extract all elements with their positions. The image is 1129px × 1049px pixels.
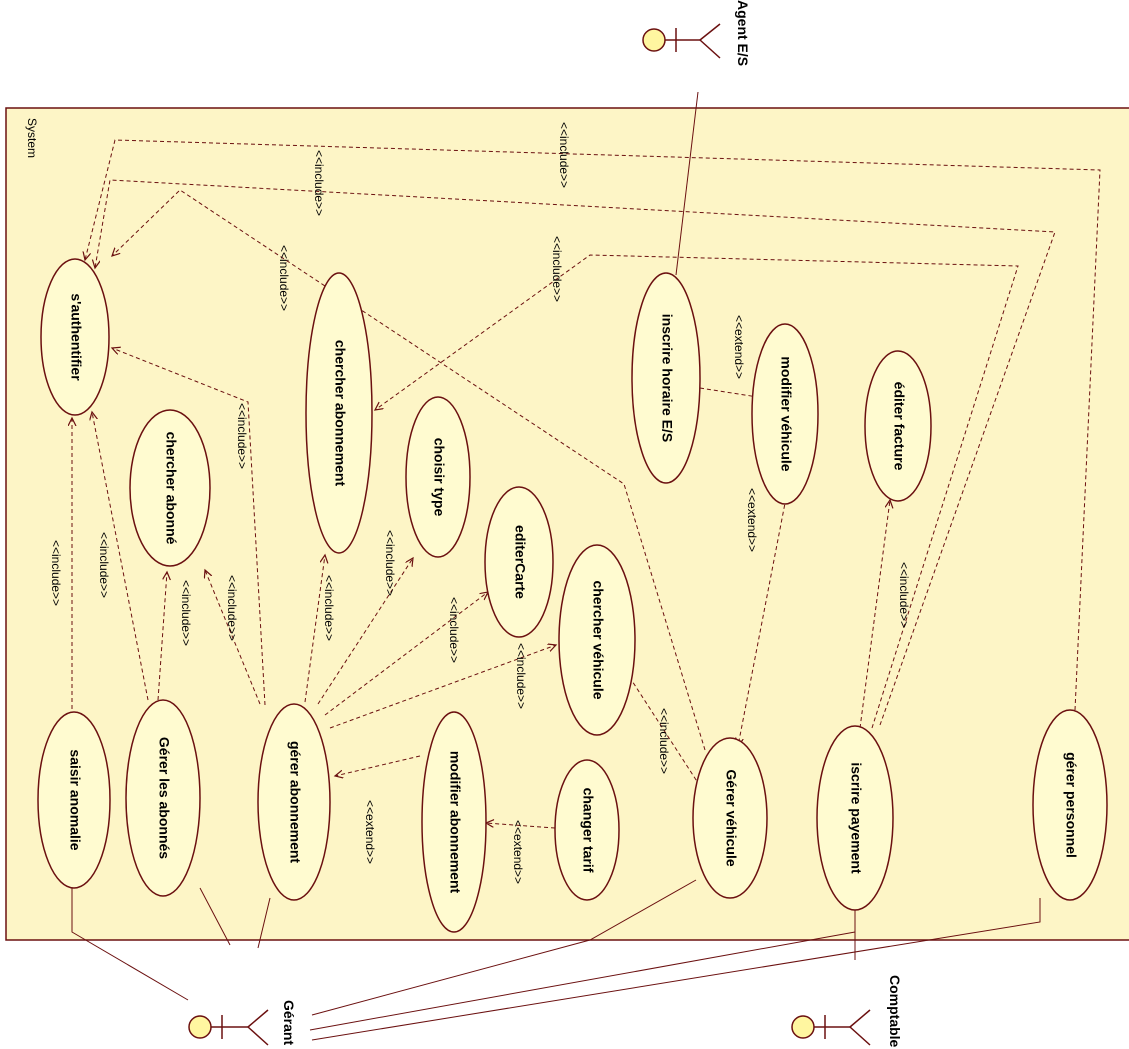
uc-label-choisir-type: choisir type [431, 438, 447, 517]
label-include: <<include>> [897, 562, 911, 628]
uc-label-iscrire-payement: iscrire payement [848, 762, 864, 874]
label-include: <<include>> [97, 532, 111, 598]
assoc-agent-horaire [675, 91, 699, 276]
uc-modifier-abonnement[interactable] [421, 711, 487, 933]
uc-label-sauthentifier: s'authentifier [68, 293, 84, 381]
uc-gerer-personnel[interactable] [1032, 709, 1108, 901]
uc-changer-tarif[interactable] [554, 759, 620, 901]
rel-modifv-gvehicule [738, 497, 787, 746]
uc-gerer-abonnes[interactable] [125, 699, 201, 897]
label-include: <<include>> [557, 122, 571, 188]
uc-label-chercher-abonnement: chercher abonnement [332, 340, 348, 487]
label-include: <<include>> [179, 580, 193, 646]
label-include: <<include>> [225, 575, 239, 641]
rel-abonnement-chercher-abonnement [304, 555, 325, 703]
label-include: <<include>> [49, 540, 63, 606]
actor-comptable-head-icon [791, 1015, 815, 1039]
label-include: <<include>> [550, 236, 564, 302]
uc-label-chercher-abonne: chercher abonné [163, 432, 179, 545]
actor-gerant-label: Gérant [281, 1000, 297, 1045]
label-include: <<include>> [322, 575, 336, 641]
assoc-gerant-abonnement [257, 897, 271, 949]
uc-chercher-vehicule[interactable] [558, 544, 636, 736]
uc-label-gerer-abonnement: gérer abonnement [287, 741, 303, 863]
uc-label-changer-tarif: changer tarif [580, 788, 596, 873]
actor-agent[interactable] [642, 23, 721, 59]
uc-label-modifier-abonnement: modifier abonnement [447, 751, 463, 894]
rel-abonnement-vehicule [329, 645, 556, 729]
rel-payement-facture [859, 500, 890, 729]
label-extend: <<extend>> [745, 488, 759, 552]
uc-label-chercher-vehicule: chercher véhicule [590, 580, 606, 699]
rel-gvehicule-chercher [625, 670, 701, 787]
label-include: <<include>> [514, 643, 528, 709]
uc-inscrire-horaire[interactable] [631, 272, 701, 484]
uc-label-gerer-personnel: gérer personnel [1063, 752, 1079, 858]
label-extend: <<extend>> [511, 820, 525, 884]
assoc-gerant-vehicule [311, 879, 697, 1016]
label-include: <<include>> [312, 150, 326, 216]
uc-gerer-abonnement[interactable] [257, 703, 331, 901]
label-include: <<include>> [447, 597, 461, 663]
uc-chercher-abonne[interactable] [129, 409, 211, 567]
actor-gerant[interactable] [188, 1009, 269, 1046]
label-include: <<include>> [383, 530, 397, 596]
uc-label-gerer-vehicule: Gérer véhicule [723, 769, 739, 866]
uc-label-gerer-abonnes: Gérer les abonnés [156, 737, 172, 859]
rel-tarif-modif [486, 823, 556, 829]
rel-abonnes-chercher [157, 572, 167, 701]
uc-label-editer-facture: éditer facture [891, 382, 907, 471]
uc-modifier-vehicule[interactable] [751, 323, 819, 505]
rel-abonnement-type [317, 558, 413, 705]
uc-gerer-vehicule[interactable] [692, 737, 768, 899]
rel-abonnement-carte [324, 592, 488, 716]
rel-abonnement-chercher-abonne [205, 570, 261, 705]
uc-choisir-type[interactable] [405, 396, 471, 558]
uc-iscrire-payement[interactable] [816, 725, 894, 911]
uc-editer-carte[interactable] [484, 486, 554, 638]
system-label: System [25, 118, 39, 158]
assoc-gerant-abonnes [199, 887, 231, 946]
uc-chercher-abonnement[interactable] [305, 272, 373, 554]
actor-agent-head-icon [642, 28, 666, 52]
rel-modif-abonnement [335, 755, 421, 776]
uc-label-modifier-vehicule: modifier véhicule [778, 356, 794, 471]
uc-sauthentifier[interactable] [40, 258, 110, 416]
rel-payement-auth [95, 179, 1056, 726]
assoc-gerant-anomalie [71, 888, 189, 1001]
uc-label-saisir-anomalie: saisir anomalie [67, 749, 83, 850]
actor-comptable[interactable] [791, 1009, 871, 1046]
uc-label-inscrire-horaire: inscrire horaire E/S [659, 314, 675, 442]
rel-abonnement-auth [112, 348, 266, 706]
assoc-gerant-payement [309, 931, 856, 1031]
actor-agent-label: Agent E/S [735, 0, 751, 66]
label-include: <<include>> [657, 708, 671, 774]
actor-comptable-label: Comptable [887, 975, 903, 1048]
label-extend: <<extend>> [732, 315, 746, 379]
assoc-gerant-personnel [311, 898, 1041, 1041]
rel-payement-chercher-abonnement [375, 254, 1019, 729]
label-include: <<include>> [235, 403, 249, 469]
rel-gvehicule-auth [112, 189, 706, 751]
label-include: <<include>> [277, 245, 291, 311]
rel-horaire-modifv [699, 387, 764, 398]
uc-saisir-anomalie[interactable] [37, 711, 111, 889]
uc-editer-facture[interactable] [864, 350, 932, 502]
uc-label-editer-carte: editerCarte [512, 525, 528, 599]
actor-gerant-head-icon [188, 1015, 212, 1039]
label-extend: <<extend>> [363, 800, 377, 864]
